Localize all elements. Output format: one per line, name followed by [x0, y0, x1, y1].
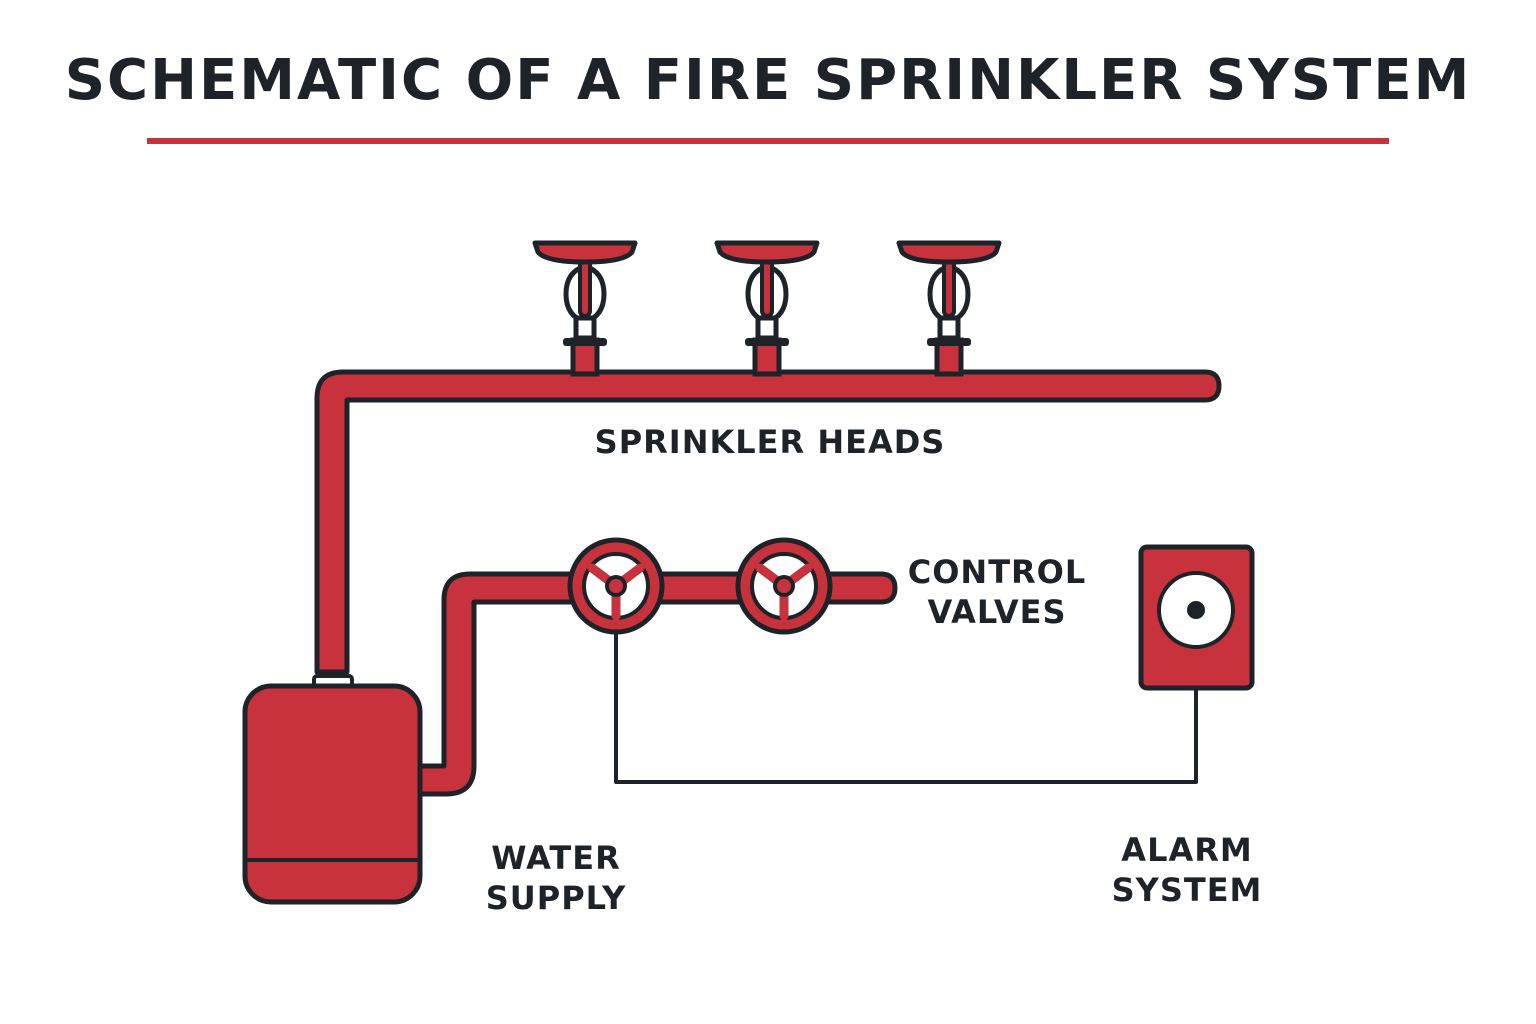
- page-title: SCHEMATIC OF A FIRE SPRINKLER SYSTEM: [64, 48, 1472, 113]
- alarm-wire: [614, 632, 1198, 784]
- control-valves-label-line1: CONTROL: [907, 553, 1087, 591]
- alarm-bell-icon: [1138, 544, 1255, 691]
- control-valves-label: CONTROL VALVES: [897, 552, 1097, 632]
- alarm-system-label-line1: ALARM: [1121, 831, 1253, 869]
- water-tank-icon: [242, 674, 423, 905]
- title-underline: [147, 138, 1389, 144]
- alarm-system-label-line2: SYSTEM: [1111, 871, 1263, 909]
- sprinkler-head-icon: [532, 240, 638, 377]
- control-valve-icon: [735, 537, 833, 635]
- sprinkler-head-icon: [714, 240, 820, 377]
- water-supply-label: WATER SUPPLY: [456, 838, 656, 918]
- valve-pipe: [417, 571, 898, 797]
- sprinkler-heads-label: SPRINKLER HEADS: [594, 423, 946, 461]
- control-valve-icon: [567, 537, 665, 635]
- sprinkler-head-icon: [896, 240, 1002, 377]
- main-pipe: [314, 369, 1222, 675]
- alarm-system-label: ALARM SYSTEM: [1087, 830, 1287, 910]
- control-valves-label-line2: VALVES: [927, 593, 1067, 631]
- water-supply-label-line1: WATER: [491, 839, 621, 877]
- water-supply-label-line2: SUPPLY: [485, 879, 627, 917]
